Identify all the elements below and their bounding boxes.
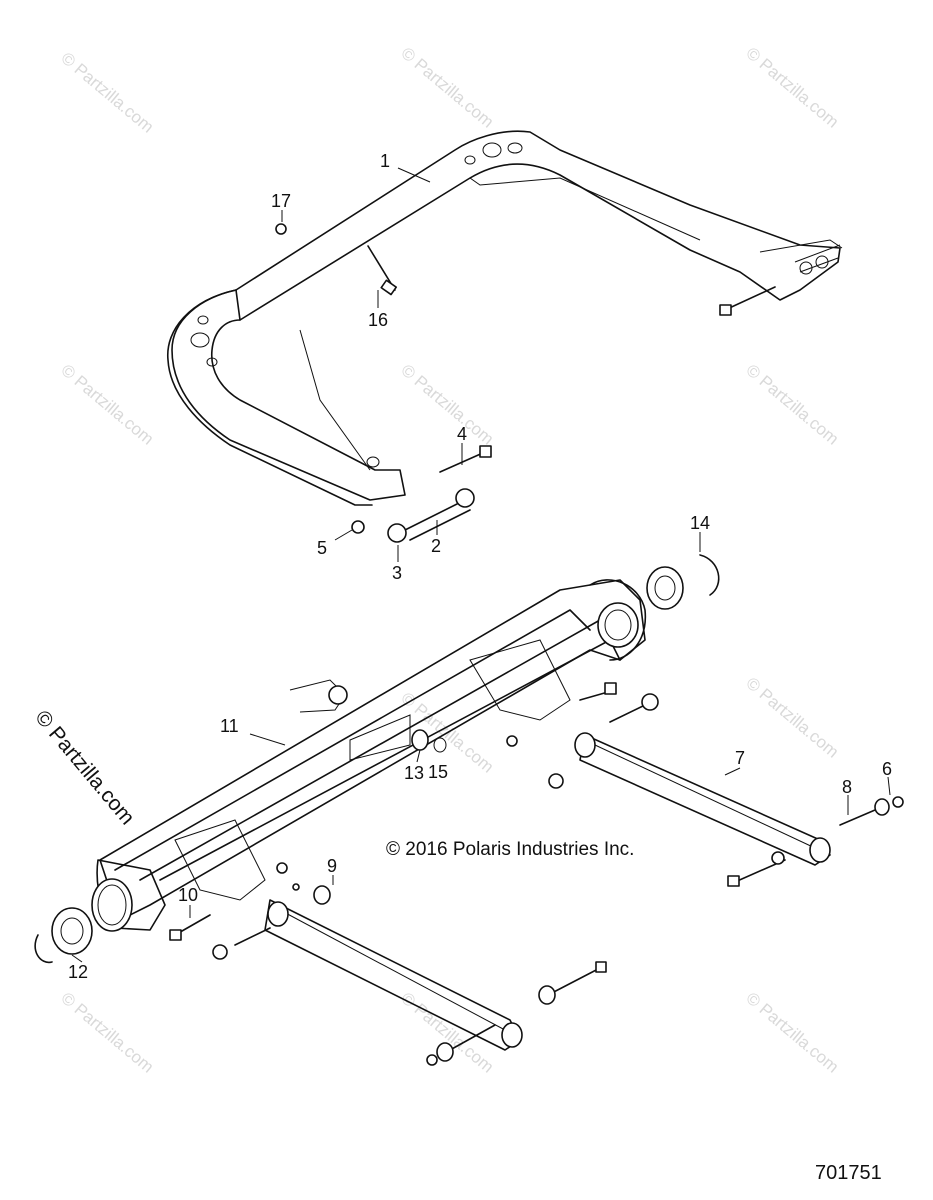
callout-3: 3 [392, 563, 402, 583]
watermark: © Partzilla.com [397, 44, 497, 132]
bolt-upper-right [724, 286, 776, 311]
leader-lines [71, 167, 891, 963]
pin-part-8 [839, 809, 876, 826]
figure-id: 701751 [815, 1162, 882, 1184]
bearings [34, 554, 720, 964]
bushing-upper [455, 488, 475, 508]
callout-1: 1 [380, 151, 390, 171]
bushing-part-13 [411, 729, 429, 751]
bearing-part-12 [51, 907, 93, 955]
ring-part-15 [433, 737, 447, 753]
callout-2: 2 [431, 536, 441, 556]
callouts: 1 17 16 4 5 2 3 14 11 13 15 7 8 6 9 10 1… [68, 151, 892, 982]
callout-4: 4 [457, 424, 467, 444]
watermark: © Partzilla.com [57, 361, 157, 449]
right-hardware [839, 796, 904, 826]
snap-ring-part-14 [699, 554, 720, 596]
snap-ring-left [34, 934, 53, 964]
callout-7: 7 [735, 748, 745, 768]
callout-8: 8 [842, 777, 852, 797]
watermark: © Partzilla.com [742, 674, 842, 762]
nut-part-6 [892, 796, 904, 808]
watermark: © Partzilla.com [57, 989, 157, 1077]
watermarks: © Partzilla.com © Partzilla.com © Partzi… [57, 44, 842, 1077]
watermark: © Partzilla.com [742, 361, 842, 449]
trailing-arm-part-7 [506, 682, 831, 887]
upper-frame-part-1 [167, 130, 843, 506]
callout-16: 16 [368, 310, 388, 330]
watermark: © Partzilla.com [57, 49, 157, 137]
callout-17: 17 [271, 191, 291, 211]
bushing-part-3 [387, 523, 407, 543]
watermark: © Partzilla.com [742, 989, 842, 1077]
callout-11: 11 [220, 716, 239, 736]
trailing-arm-lower [169, 862, 607, 1066]
bearing-right [646, 566, 684, 610]
callout-6: 6 [882, 759, 892, 779]
copyright-notice: © 2016 Polaris Industries Inc. [386, 839, 635, 860]
hardware-upper [275, 223, 776, 543]
bushing-part-9 [313, 885, 331, 905]
callout-5: 5 [317, 538, 327, 558]
watermark: © Partzilla.com [742, 44, 842, 132]
callout-9: 9 [327, 856, 337, 876]
callout-15: 15 [428, 762, 448, 782]
callout-12: 12 [68, 962, 88, 982]
callout-13: 13 [404, 763, 424, 783]
nut-part-17 [275, 223, 287, 235]
sleeve-part-2 [404, 499, 471, 541]
watermark: © Partzilla.com [397, 361, 497, 449]
nut-part-5 [351, 520, 365, 534]
axle-beam-part-11 [91, 579, 647, 932]
callout-10: 10 [178, 885, 198, 905]
callout-14: 14 [690, 513, 710, 533]
